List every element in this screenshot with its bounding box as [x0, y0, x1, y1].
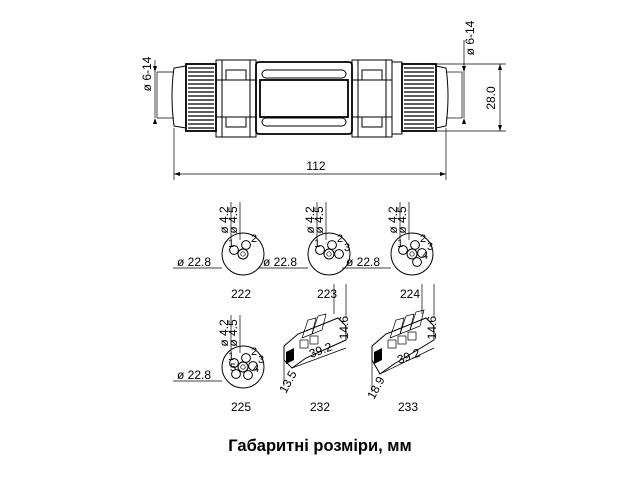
pin-dia-label: ø 4.2 — [303, 206, 317, 234]
outer-dia-label: ø 22.8 — [263, 255, 297, 269]
pin-2-label: 2 — [251, 233, 257, 245]
pin-1-circle — [229, 358, 239, 368]
outer-dia-label: ø 22.8 — [346, 255, 380, 269]
terminal-width-label: 18.9 — [364, 374, 387, 401]
pin-4-label: 4 — [422, 250, 428, 262]
pin-dia-label: ø 4.2 — [217, 319, 231, 347]
pin-2-label: 2 — [251, 346, 257, 358]
terminal-height-label: 14.6 — [425, 316, 439, 340]
pin-3-circle — [248, 361, 258, 371]
connector-side-view: ø 6-14 ø 6-14 28.0 112 — [140, 20, 506, 180]
pin-1-circle — [398, 245, 408, 255]
pin-view-225: 1 234 5 ø 4.2ø 4.5 ø 22.8 225 — [173, 315, 265, 414]
model-code: 223 — [317, 287, 337, 301]
pin-3-label: 3 — [344, 242, 350, 254]
left-diameter-label: ø 6-14 — [140, 56, 154, 91]
pin-4-label: 4 — [253, 363, 259, 375]
pin-2-circle — [410, 240, 420, 250]
pin-2-label: 2 — [420, 233, 426, 245]
hole-dia-label: ø 4.5 — [226, 206, 240, 234]
caption: Габаритні розміри, мм — [228, 437, 412, 455]
pin-5-label: 5 — [230, 362, 236, 374]
model-code: 224 — [400, 287, 420, 301]
model-code: 233 — [398, 400, 418, 414]
model-code: 225 — [231, 400, 251, 414]
right-gland-knurl — [404, 67, 434, 129]
pin-3-circle — [417, 248, 427, 258]
pin-3-label: 3 — [258, 354, 264, 366]
hole-dia-label: ø 4.5 — [226, 319, 240, 347]
pin-1-label: 1 — [228, 351, 234, 363]
right-diameter-label: ø 6-14 — [463, 20, 477, 55]
pin-view-222: 1 2 ø 4.2ø 4.5 ø 22.8 222 — [173, 202, 265, 301]
height-label: 28.0 — [484, 86, 498, 110]
pin-5-circle — [231, 369, 241, 379]
terminal-view-232: 14.639.2 13.5 232 — [276, 284, 351, 414]
pin-2-circle — [241, 353, 251, 363]
pin-1-circle — [229, 245, 239, 255]
hole-dia-label: ø 4.5 — [312, 206, 326, 234]
pin-dia-label: ø 4.2 — [217, 206, 231, 234]
outer-dia-label: ø 22.8 — [177, 368, 211, 382]
terminal-length-label: 39.2 — [307, 340, 334, 361]
pin-4-circle — [412, 257, 422, 267]
left-gland-knurl — [188, 67, 214, 129]
model-code: 222 — [231, 287, 251, 301]
terminal-length-label: 39.2 — [395, 346, 422, 367]
terminal-view-233: 14.639.2 18.9 233 — [364, 284, 439, 414]
pin-1-label: 1 — [397, 238, 403, 250]
outer-dia-label: ø 22.8 — [177, 255, 211, 269]
pin-3-label: 3 — [427, 241, 433, 253]
pin-4-circle — [243, 370, 253, 380]
pin-2-circle — [327, 240, 337, 250]
pin-dia-label: ø 4.2 — [386, 206, 400, 234]
model-code: 232 — [310, 400, 330, 414]
pin-2-label: 2 — [337, 233, 343, 245]
pin-2-circle — [241, 240, 251, 250]
hole-dia-label: ø 4.5 — [395, 206, 409, 234]
terminal-width-label: 13.5 — [276, 368, 299, 395]
pin-3-circle — [334, 249, 344, 259]
pin-1-circle — [315, 245, 325, 255]
length-label: 112 — [306, 159, 325, 173]
pin-1-label: 1 — [228, 238, 234, 250]
pin-view-223: 1 23 ø 4.2ø 4.5 ø 22.8 223 — [259, 202, 351, 301]
pin-1-label: 1 — [314, 238, 320, 250]
terminal-height-label: 14.6 — [337, 316, 351, 340]
